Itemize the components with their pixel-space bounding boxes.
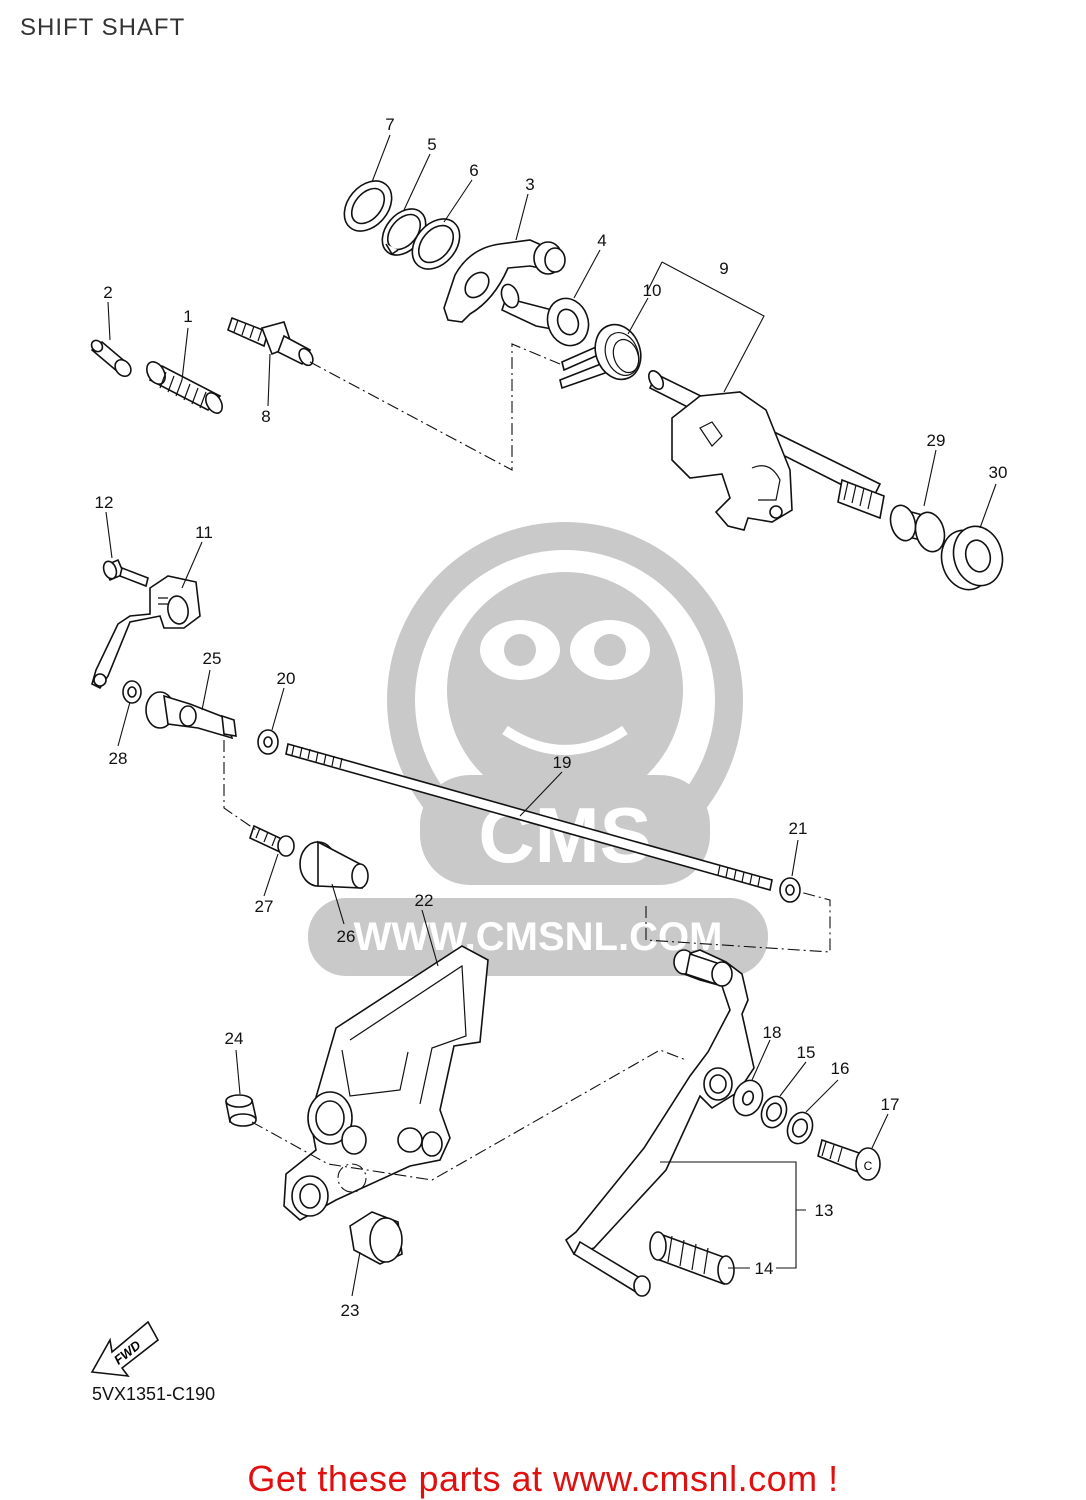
part-9-shift-shaft-assembly [647,370,885,531]
callout-2: 2 [103,283,112,302]
part-11-lever [91,575,201,690]
part-25-joint [145,691,237,740]
callout-5: 5 [427,135,436,154]
part-14-pedal-rubber [649,1231,735,1286]
part-30-oil-seal [940,525,1004,591]
part-18-washer [732,1079,764,1117]
callout-22: 22 [415,891,434,910]
part-16-washer [786,1111,814,1145]
part-15-washer [760,1095,788,1129]
fwd-arrow-icon: FWD [90,1320,160,1377]
callout-11: 11 [195,523,213,542]
callout-13: 13 [815,1201,834,1220]
callout-30: 30 [989,463,1008,482]
part-23-damper [349,1211,403,1265]
callout-28: 28 [109,749,128,768]
part-21-nut [779,877,801,903]
watermark-url: WWW.CMSNL.COM [354,915,723,959]
cms-watermark: CMS WWW.CMSNL.COM [308,522,768,976]
callout-17: 17 [881,1095,900,1114]
callout-labels: 1 2 3 4 5 6 7 8 9 10 11 12 13 14 15 16 1… [95,115,1008,1320]
callout-8: 8 [261,407,270,426]
alignment-line-lower-b [645,891,831,953]
part-29-bush [889,504,948,553]
part-20-nut [257,729,279,755]
part-1-spring [146,361,223,414]
diagram-code: 5VX1351-C190 [92,1384,216,1404]
callout-3: 3 [525,175,534,194]
callout-6: 6 [469,161,478,180]
callout-24: 24 [225,1029,244,1048]
part-12-bolt [102,558,149,588]
part-4-collar [500,283,590,347]
callout-18: 18 [763,1023,782,1042]
callout-14: 14 [755,1259,774,1278]
callout-27: 27 [255,897,274,916]
leader-lines [105,134,997,1297]
part-8-stud [227,316,314,367]
part-10-torsion-spring [559,323,642,390]
callout-4: 4 [597,231,606,250]
part-19-rod [285,742,773,892]
part-28-washer [122,680,142,704]
alignment-line-lower-a [251,1049,687,1181]
callout-10: 10 [643,281,662,300]
part-24-cap [225,1094,257,1127]
callout-12: 12 [95,493,114,512]
callout-9: 9 [719,259,728,278]
callout-1: 1 [183,307,192,326]
callout-25: 25 [203,649,222,668]
part-22-footrest-bracket [283,945,489,1221]
callout-23: 23 [341,1301,360,1320]
part-27-bolt [249,824,295,857]
part-7-ring [343,180,393,232]
callout-29: 29 [927,431,946,450]
svg-text:C: C [864,1159,873,1173]
part-13-shift-pedal [564,949,755,1297]
part-17-bolt: C [817,1138,881,1181]
promo-link[interactable]: Get these parts at www.cmsnl.com ! [247,1458,839,1499]
callout-15: 15 [797,1043,816,1062]
alignment-line-middle [223,740,257,831]
alignment-line-upper [309,343,561,471]
part-2-pin [90,339,132,378]
page-title: SHIFT SHAFT [20,14,186,41]
callout-20: 20 [277,669,296,688]
callout-21: 21 [789,819,808,838]
callout-26: 26 [337,927,356,946]
exploded-parts-diagram: CMS WWW.CMSNL.COM [90,115,1008,1377]
part-6-washer [411,218,461,270]
part-3-shift-lever [443,239,566,323]
callout-16: 16 [831,1059,850,1078]
callout-7: 7 [385,115,394,134]
callout-19: 19 [553,753,572,772]
part-26-joint [299,840,369,889]
